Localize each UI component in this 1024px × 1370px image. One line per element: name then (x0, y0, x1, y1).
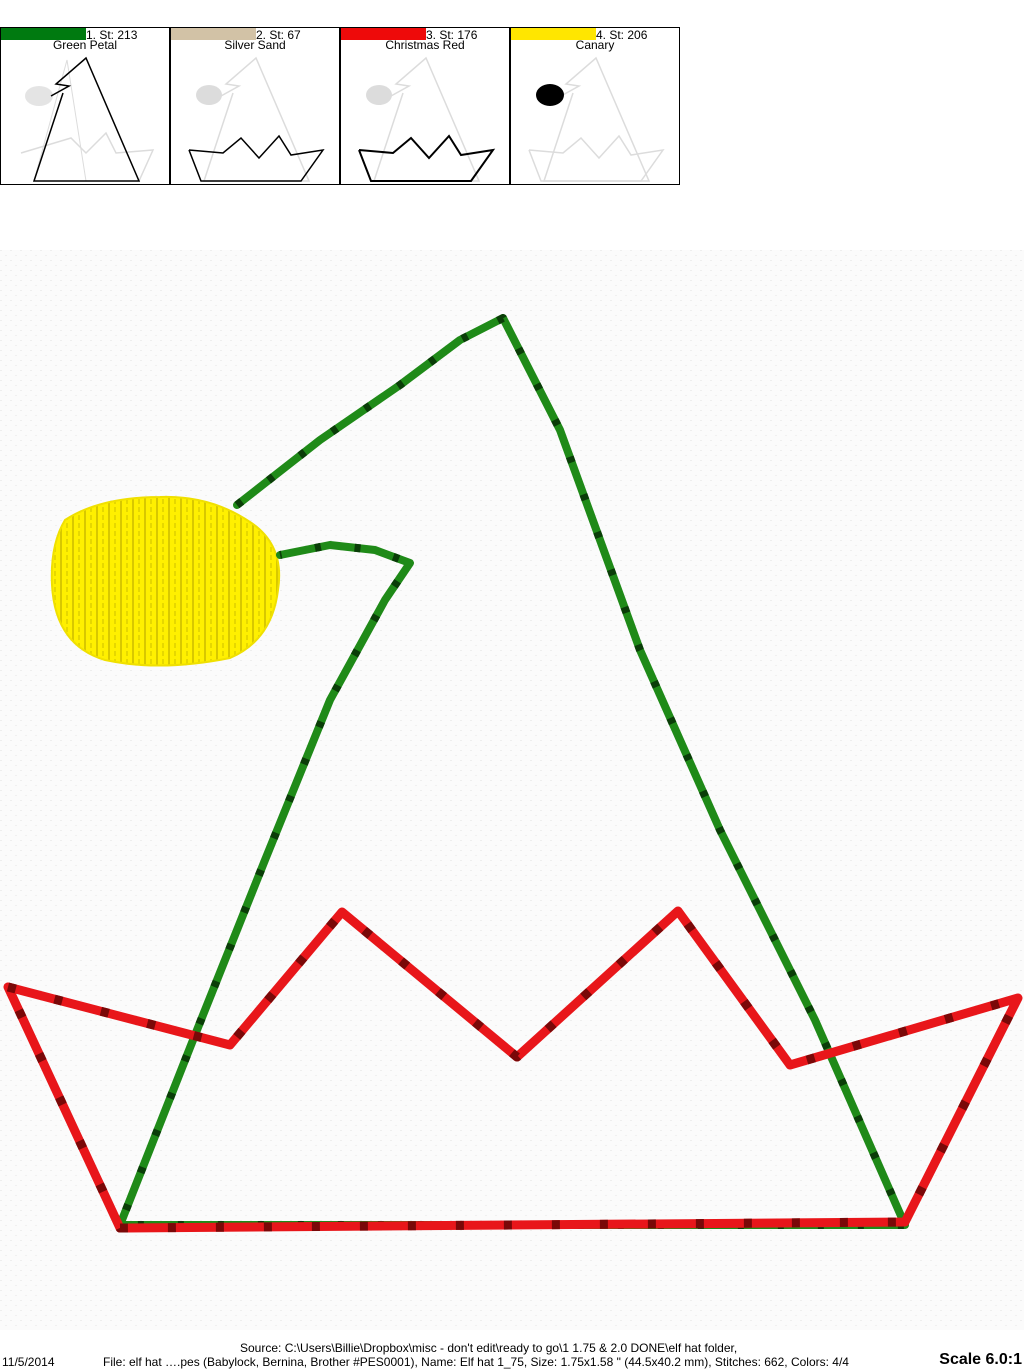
elf-hat-design (0, 250, 1024, 1330)
color-swatch-strip: 1. St: 213 Green Petal 2. St: 67 Silver … (0, 27, 681, 185)
swatch-color-name-2: Silver Sand (224, 38, 286, 52)
swatch-stitch-count-3: 3. St: 176 (426, 28, 478, 42)
swatch-thumbnail-1 (20, 56, 155, 182)
swatch-stitch-count-4: 4. St: 206 (596, 28, 648, 42)
embroidery-preview-canvas (0, 200, 1024, 1330)
swatch-thumbnail-2 (188, 56, 325, 182)
color-bar-2 (171, 28, 256, 40)
color-swatch-4: 4. St: 206 Canary (510, 27, 680, 185)
swatch-stitch-count-1: 1. St: 213 (86, 28, 138, 42)
brim-outline-red (3, 906, 1023, 1233)
swatch-stitch-count-2: 2. St: 67 (256, 28, 301, 42)
pom-pom-fill (50, 495, 281, 667)
swatch-color-name-3: Christmas Red (385, 38, 465, 52)
color-bar-4 (511, 28, 596, 40)
color-bar-1 (1, 28, 86, 40)
color-swatch-3: 3. St: 176 Christmas Red (340, 27, 510, 185)
print-date: 11/5/2014 (2, 1355, 55, 1369)
swatch-thumbnail-4 (528, 56, 665, 182)
file-info: File: elf hat ….pes (Babylock, Bernina, … (103, 1355, 849, 1369)
swatch-color-name-4: Canary (575, 38, 615, 52)
scale-label: Scale 6.0:1 (939, 1351, 1022, 1368)
footer-info: Source: C:\Users\Billie\Dropbox\misc - d… (0, 1340, 1024, 1370)
source-path: Source: C:\Users\Billie\Dropbox\misc - d… (240, 1341, 738, 1355)
fabric-background (0, 250, 1024, 1330)
color-bar-3 (341, 28, 426, 40)
color-swatch-2: 2. St: 67 Silver Sand (170, 27, 340, 185)
swatch-color-name-1: Green Petal (52, 38, 118, 52)
color-swatch-1: 1. St: 213 Green Petal (0, 27, 170, 185)
swatch-thumbnail-3 (358, 56, 496, 182)
